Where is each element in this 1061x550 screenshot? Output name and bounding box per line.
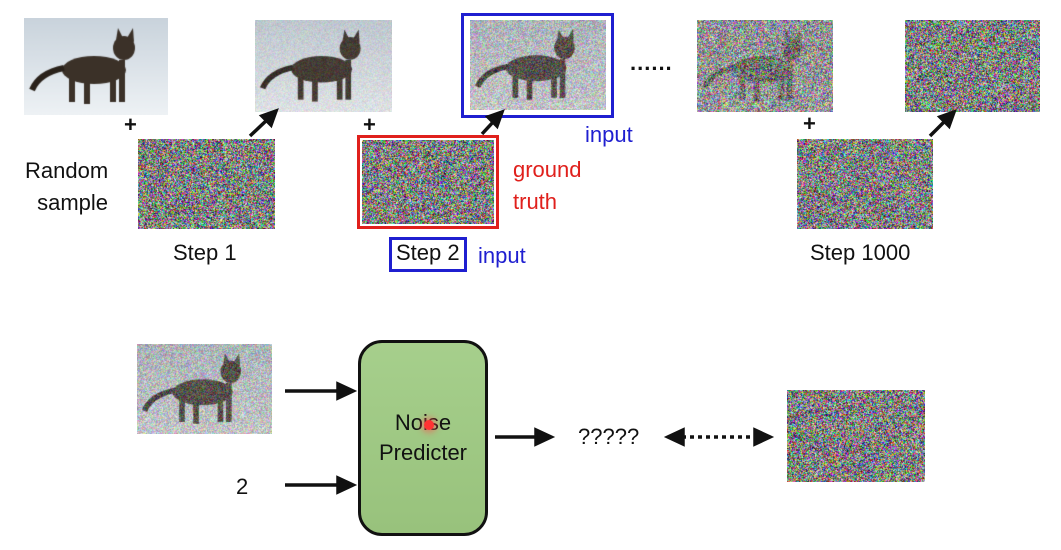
arrowhead (668, 430, 683, 444)
arrowhead (755, 430, 770, 444)
arrowhead (536, 430, 551, 444)
arrowhead (338, 478, 353, 492)
arrowhead (338, 384, 353, 398)
